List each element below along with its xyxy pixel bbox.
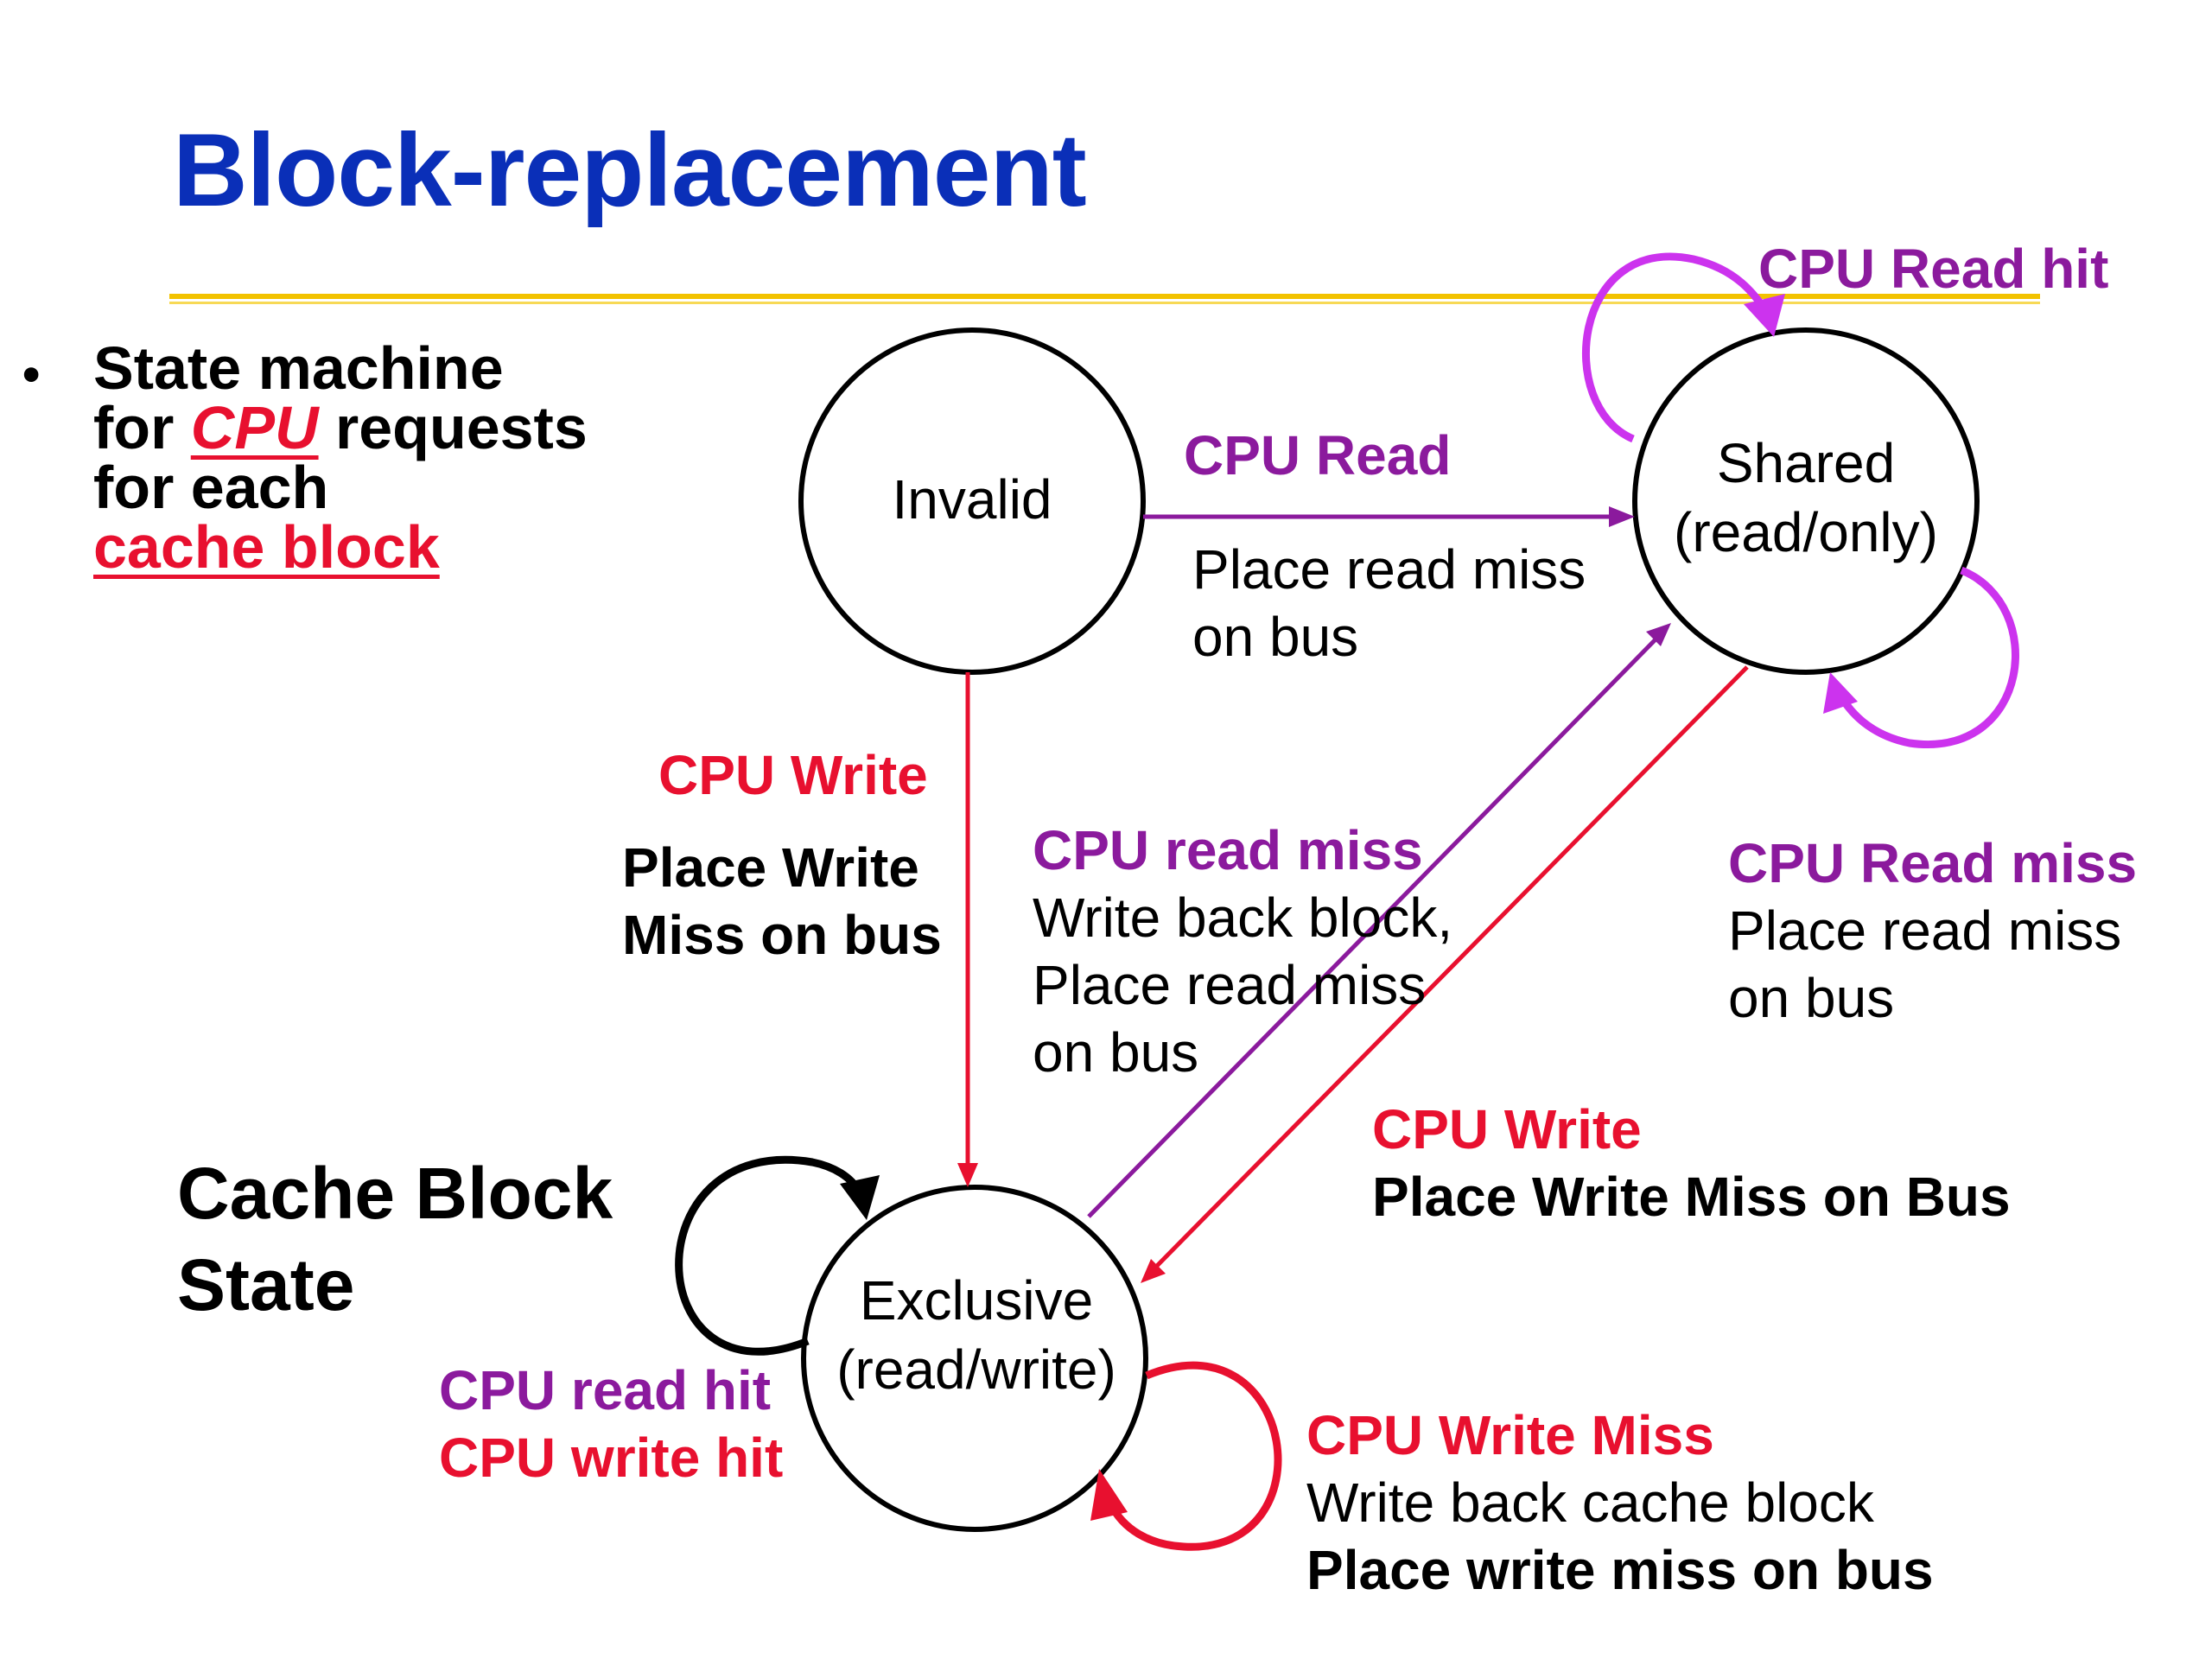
- state-invalid-circle: [798, 327, 1146, 675]
- label-exclusive-to-shared-action-1: Write back block,: [1033, 887, 1453, 949]
- bullet-text: State machine for CPU requests for each …: [93, 334, 698, 581]
- bullet-line-2: for CPU requests: [93, 397, 698, 458]
- label-exclusive-hit: CPU read hit CPU write hit: [439, 1357, 783, 1491]
- state-shared-label: Shared (read/only): [1633, 429, 1979, 567]
- label-shared-read-miss-action-1: Place read miss: [1728, 899, 2122, 962]
- label-exclusive-write-miss-action-1: Write back cache block: [1306, 1471, 1874, 1534]
- state-shared-line-1: Shared: [1716, 432, 1896, 494]
- state-exclusive-circle: [801, 1185, 1148, 1532]
- state-exclusive-line-1: Exclusive: [859, 1269, 1094, 1332]
- label-shared-to-exclusive: CPU Write Place Write Miss on Bus: [1372, 1096, 2011, 1230]
- label-exclusive-to-shared-action-2: Place read miss: [1033, 954, 1427, 1016]
- arrow-exclusive-to-shared: [1087, 623, 1671, 1218]
- bullet-for: for: [93, 394, 191, 461]
- label-invalid-to-shared-action: Place read miss on bus: [1192, 536, 1586, 671]
- bullet-cache-block-link: cache block: [93, 513, 440, 581]
- legend-line-1: Cache Block: [177, 1153, 613, 1234]
- bullet-line-1: State machine: [93, 334, 504, 402]
- label-shared-to-exclusive-action: Place Write Miss on Bus: [1372, 1166, 2011, 1228]
- legend-cache-block-state: Cache Block State: [177, 1147, 613, 1331]
- arrow-shared-to-exclusive: [1141, 665, 1749, 1283]
- label-exclusive-write-hit: CPU write hit: [439, 1427, 784, 1489]
- state-shared-line-2: (read/only): [1674, 501, 1938, 563]
- label-invalid-to-shared-event: CPU Read: [1184, 424, 1452, 486]
- label-shared-read-miss-event: CPU Read miss: [1728, 832, 2138, 894]
- page-title: Block-replacement: [173, 112, 1087, 228]
- label-shared-read-hit: CPU Read hit: [1758, 238, 2109, 300]
- label-invalid-to-exclusive-event: CPU Write: [658, 744, 928, 806]
- label-invalid-to-exclusive-action-2: Miss on bus: [622, 904, 942, 966]
- state-exclusive-label: Exclusive (read/write): [804, 1266, 1149, 1404]
- label-shared-read-miss-action-2: on bus: [1728, 967, 1895, 1029]
- label-exclusive-write-miss-event: CPU Write Miss: [1306, 1404, 1714, 1466]
- loop-shared-read-hit: [1581, 252, 1785, 443]
- label-exclusive-write-miss-action-2: Place write miss on bus: [1306, 1539, 1934, 1601]
- label-shared-read-miss: CPU Read miss Place read miss on bus: [1728, 830, 2137, 1032]
- title-divider-shadow: [169, 302, 2040, 304]
- legend-line-2: State: [177, 1244, 355, 1325]
- label-invalid-to-shared-action-2: on bus: [1192, 606, 1359, 668]
- loop-exclusive-hit: [675, 1156, 880, 1356]
- title-divider: [169, 294, 2040, 299]
- label-invalid-to-exclusive-action-1: Place Write: [622, 836, 919, 899]
- label-exclusive-to-shared-action-3: on bus: [1033, 1021, 1199, 1084]
- loop-exclusive-write-miss: [1090, 1361, 1282, 1551]
- bullet-requests: requests: [318, 394, 588, 461]
- label-exclusive-to-shared-event: CPU read miss: [1033, 819, 1423, 881]
- arrow-invalid-to-shared: [1143, 506, 1635, 527]
- state-shared-circle: [1632, 327, 1980, 675]
- bullet-line-3: for each: [93, 454, 329, 521]
- state-exclusive-line-2: (read/write): [836, 1338, 1116, 1401]
- state-invalid-label: Invalid: [892, 468, 1052, 531]
- label-exclusive-read-hit: CPU read hit: [439, 1359, 772, 1421]
- label-exclusive-to-shared: CPU read miss Write back block, Place re…: [1033, 817, 1452, 1086]
- label-invalid-to-exclusive-action: Place Write Miss on bus: [622, 834, 942, 969]
- label-invalid-to-shared-action-1: Place read miss: [1192, 538, 1586, 601]
- loop-shared-read-miss: [1823, 566, 2019, 749]
- bullet-cpu-link: CPU: [190, 394, 319, 461]
- bullet-marker: •: [22, 346, 41, 403]
- label-exclusive-write-miss: CPU Write Miss Write back cache block Pl…: [1306, 1402, 1934, 1604]
- arrow-invalid-to-exclusive: [957, 672, 978, 1187]
- label-shared-to-exclusive-event: CPU Write: [1372, 1098, 1642, 1160]
